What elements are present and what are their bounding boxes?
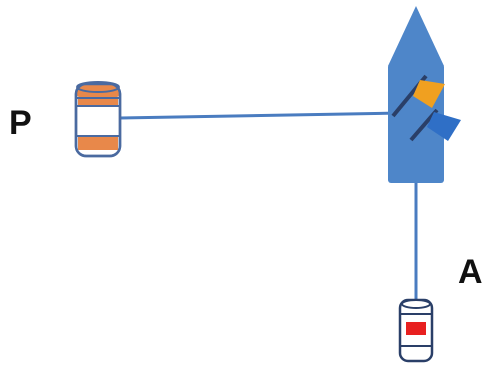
label-p: P: [9, 104, 32, 142]
drum-icon: [398, 298, 434, 363]
line-p-to-ship: [119, 111, 401, 120]
label-a: A: [458, 253, 483, 291]
drum-icon: [74, 81, 122, 158]
ship-bow: [388, 6, 444, 66]
orange-flag-icon: [391, 74, 445, 118]
ship-icon: [388, 6, 461, 183]
blue-flag-icon: [409, 108, 461, 142]
